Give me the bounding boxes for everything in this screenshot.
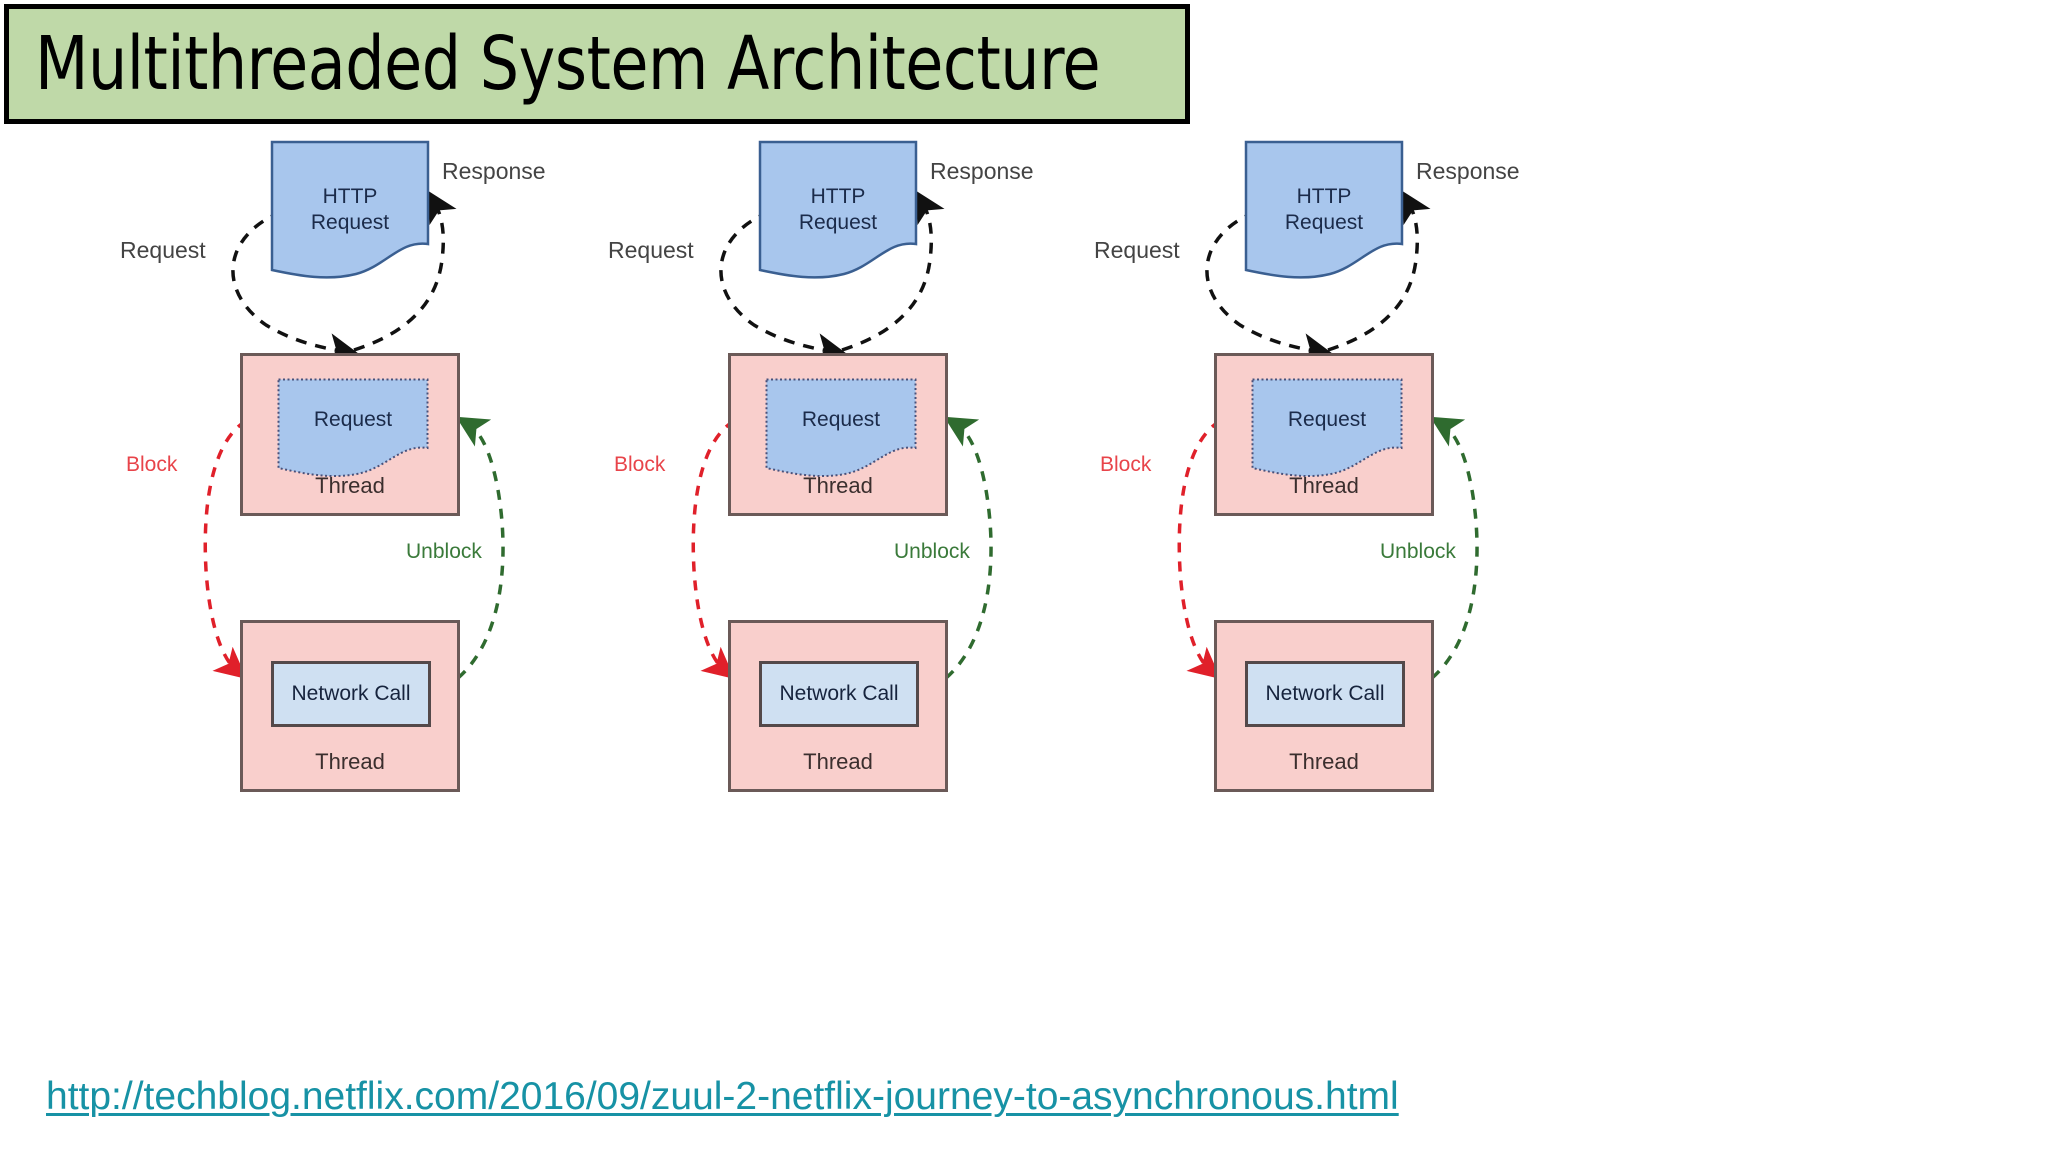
- http-request-document-2: HTTP Request: [758, 140, 918, 285]
- inner-request-shape-2: Request: [765, 378, 917, 478]
- http-request-document-3: HTTP Request: [1244, 140, 1404, 285]
- response-label-3: Response: [1416, 158, 1520, 184]
- response-label-1: Response: [442, 158, 546, 184]
- block-label-1: Block: [126, 453, 178, 476]
- network-call-box-2: Network Call: [759, 661, 919, 727]
- network-call-box-3: Network Call: [1245, 661, 1405, 727]
- thread-caption-upper-2: Thread: [803, 473, 873, 498]
- thread-column-2: HTTP Request Request Response Block Unbl…: [594, 140, 1234, 1070]
- http-request-document-1: HTTP Request: [270, 140, 430, 285]
- block-label-3: Block: [1100, 453, 1152, 476]
- thread-caption-upper-3: Thread: [1289, 473, 1359, 498]
- request-label-3: Request: [1094, 237, 1180, 263]
- source-url-link[interactable]: http://techblog.netflix.com/2016/09/zuul…: [46, 1075, 1399, 1118]
- response-label-2: Response: [930, 158, 1034, 184]
- page-title: Multithreaded System Architecture: [35, 21, 1101, 107]
- request-label-1: Request: [120, 237, 206, 263]
- network-thread-box-3: Network Call Thread: [1214, 620, 1434, 792]
- thread-caption-lower-2: Thread: [803, 749, 873, 774]
- thread-caption-lower-1: Thread: [315, 749, 385, 774]
- inner-request-label-1: Request: [313, 408, 393, 431]
- thread-caption-lower-3: Thread: [1289, 749, 1359, 774]
- architecture-diagram: HTTP Request Request Response Block Unbl…: [0, 140, 2048, 1070]
- unblock-label-3: Unblock: [1380, 540, 1456, 563]
- slide-title-banner: Multithreaded System Architecture: [4, 4, 1190, 124]
- request-label-2: Request: [608, 237, 694, 263]
- request-thread-box-1: Request Thread: [240, 353, 460, 516]
- unblock-label-2: Unblock: [894, 540, 970, 563]
- thread-column-1: HTTP Request Request Response Block Unbl…: [106, 140, 746, 1070]
- inner-request-shape-1: Request: [277, 378, 429, 478]
- inner-request-shape-3: Request: [1251, 378, 1403, 478]
- thread-column-3: HTTP Request Request Response Block Unbl…: [1080, 140, 1720, 1070]
- request-thread-box-2: Request Thread: [728, 353, 948, 516]
- inner-request-label-3: Request: [1287, 408, 1367, 431]
- network-thread-box-1: Network Call Thread: [240, 620, 460, 792]
- block-label-2: Block: [614, 453, 666, 476]
- unblock-label-1: Unblock: [406, 540, 482, 563]
- network-call-box-1: Network Call: [271, 661, 431, 727]
- request-thread-box-3: Request Thread: [1214, 353, 1434, 516]
- inner-request-label-2: Request: [801, 408, 881, 431]
- network-thread-box-2: Network Call Thread: [728, 620, 948, 792]
- thread-caption-upper-1: Thread: [315, 473, 385, 498]
